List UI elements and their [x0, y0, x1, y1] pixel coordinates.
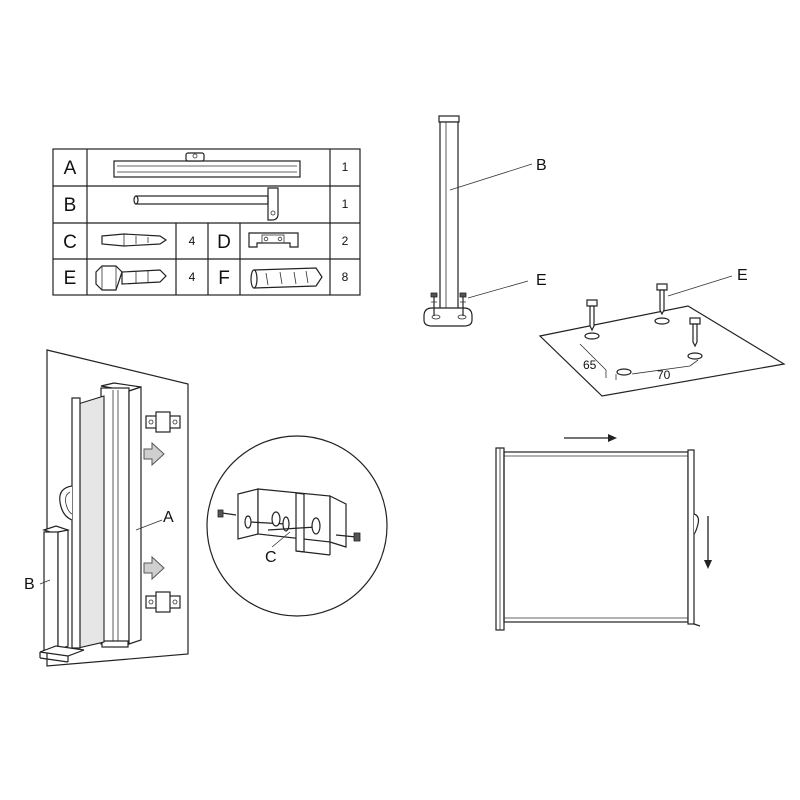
wall-bracket-bottom	[145, 591, 181, 613]
callout-line-wall-post	[39, 579, 51, 585]
screen-handle	[693, 513, 700, 535]
screen-fabric-extended	[503, 451, 689, 623]
callout-line-floor-bolts	[667, 275, 733, 297]
part-qty-e: 4	[189, 270, 196, 284]
part-qty-b: 1	[342, 197, 349, 211]
parts-table-border	[52, 148, 361, 296]
bracket-detail-illustration: C	[206, 435, 388, 617]
floor-bolt-3	[689, 317, 701, 348]
part-qty-f: 8	[342, 270, 349, 284]
callout-line-detail-anchor	[271, 531, 291, 548]
part-b-post-icon	[133, 187, 279, 221]
part-e-bolt-icon	[95, 265, 167, 291]
part-letter-d: D	[217, 232, 231, 253]
floor-bolt-2	[656, 283, 668, 316]
floor-bolt-1	[586, 299, 598, 332]
part-letter-f: F	[218, 268, 230, 289]
post-base-plate	[423, 307, 473, 327]
callout-line-post-bolts	[467, 280, 529, 299]
part-d-bracket-icon	[248, 232, 299, 248]
wall-install-illustration: A B	[24, 349, 189, 667]
callout-line-cassette	[135, 519, 163, 531]
part-c-plug-icon	[101, 233, 168, 247]
cassette-a	[100, 382, 142, 648]
screen-post-side	[687, 449, 695, 625]
arrow-right-upper-icon	[143, 441, 165, 467]
detail-screws	[217, 509, 361, 542]
dimension-label-70: 70	[657, 368, 671, 382]
arrow-extend-right-icon	[564, 434, 617, 442]
callout-label-wall-post: B	[24, 576, 35, 593]
callout-label-detail-anchor: C	[265, 549, 277, 566]
post-bolt-right	[459, 292, 467, 316]
part-letter-c: C	[63, 232, 77, 253]
callout-label-post-bolts: E	[536, 272, 547, 289]
callout-line-post	[449, 163, 533, 191]
part-letter-a: A	[64, 158, 77, 179]
pull-bar	[71, 397, 81, 649]
floor-plate	[538, 305, 786, 397]
part-qty-d: 2	[342, 234, 349, 248]
screen-fabric	[77, 395, 105, 649]
wall-bracket-top	[145, 411, 181, 433]
part-letter-b: B	[64, 195, 77, 216]
arrow-right-lower-icon	[143, 555, 165, 581]
callout-label-post: B	[536, 157, 547, 174]
post-illustration: B E	[423, 115, 547, 327]
detail-circle	[206, 435, 388, 617]
arrow-down-icon	[704, 516, 712, 569]
callout-label-floor-bolts: E	[737, 267, 748, 284]
parts-table: A B C D E F 1 1 4 2 4 8	[52, 148, 361, 296]
post-bolt-left	[430, 292, 438, 316]
callout-label-cassette: A	[163, 509, 174, 526]
dimension-line-70	[615, 359, 699, 380]
extended-screen-illustration	[495, 434, 712, 631]
dimension-label-65: 65	[583, 358, 597, 372]
part-letter-e: E	[64, 268, 77, 289]
part-qty-a: 1	[342, 160, 349, 174]
dimension-line-65	[579, 343, 607, 378]
part-qty-c: 4	[189, 234, 196, 248]
part-f-anchor-icon	[250, 267, 323, 289]
floor-drilling-illustration: 65 70 E	[538, 267, 786, 397]
wall-post-b	[39, 525, 85, 663]
part-a-cassette-icon	[113, 152, 301, 178]
